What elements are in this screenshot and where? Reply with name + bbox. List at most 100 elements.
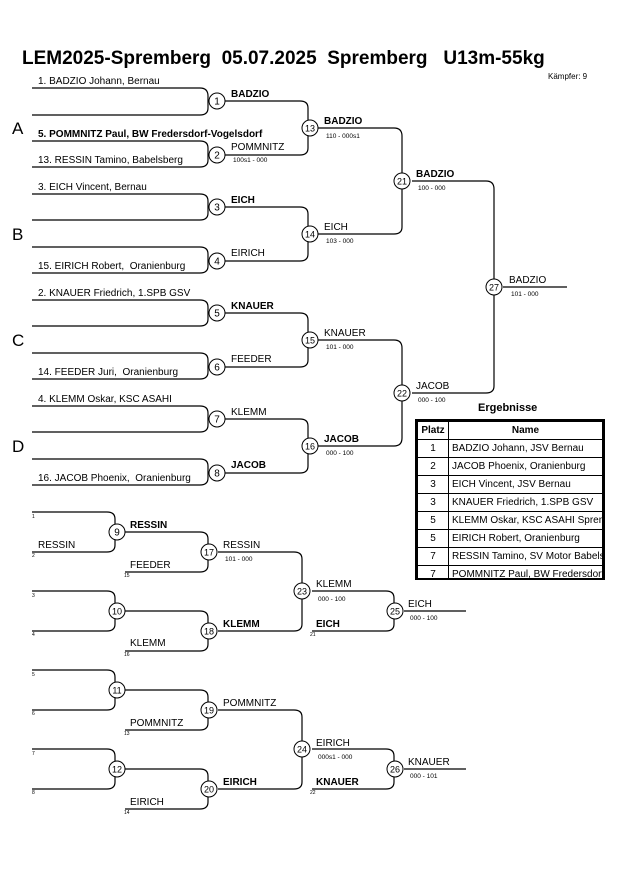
match-number: 7 [214, 415, 220, 426]
winner-match-18: KLEMM [223, 619, 260, 630]
match-circle-ring [200, 622, 218, 640]
match-number: 17 [204, 548, 214, 558]
rep-origin-22: 22 [310, 790, 316, 796]
match-circle-ring [301, 119, 319, 137]
match-circle-15: 15 [301, 331, 319, 349]
rep-origin-16: 16 [124, 652, 130, 658]
entry-15: 15. EIRICH Robert, Oranienburg [38, 261, 185, 272]
match-circle-ring [393, 384, 411, 402]
match-circle-26: 26 [386, 760, 404, 778]
rep-entry-pommnitz: POMMNITZ [130, 718, 183, 729]
result-name: KNAUER Friedrich, 1.SPB GSV [448, 493, 603, 512]
match-circle-ring [208, 410, 226, 428]
entry-16: 16. JACOB Phoenix, Oranienburg [38, 473, 191, 484]
rep-entry-feeder: FEEDER [130, 560, 171, 571]
pool-label-a: A [12, 119, 24, 138]
match-number: 15 [305, 336, 315, 346]
match-circle-ring [293, 582, 311, 600]
winner-match-5: KNAUER [231, 301, 275, 312]
match-number: 18 [204, 627, 214, 637]
match-number: 20 [204, 785, 214, 795]
result-place: 5 [417, 511, 449, 530]
result-name: JACOB Phoenix, Oranienburg [448, 457, 603, 476]
match-circle-19: 19 [200, 701, 218, 719]
winner-match-21: BADZIO [416, 169, 455, 180]
winner-match-20: EIRICH [223, 777, 257, 788]
match-number: 6 [214, 363, 220, 374]
match-number: 26 [390, 765, 400, 775]
rep-entry-eirich: EIRICH [130, 797, 164, 808]
rep-slot-3: 3 [32, 593, 35, 599]
match-number: 16 [305, 442, 315, 452]
winner-match-22: JACOB [416, 381, 450, 392]
match-circle-23: 23 [293, 582, 311, 600]
winner-match-23: KLEMM [316, 579, 352, 590]
rep-origin-21: 21 [310, 632, 316, 638]
match-circle-9: 9 [108, 523, 126, 541]
rep-slot-4: 4 [32, 632, 35, 638]
match-number: 24 [297, 745, 307, 755]
col-name: Name [448, 421, 603, 440]
result-place: 2 [417, 457, 449, 476]
match-circle-1: 1 [208, 92, 226, 110]
match-circle-3: 3 [208, 198, 226, 216]
match-number: 2 [214, 151, 220, 162]
entry-5: 5. POMMNITZ Paul, BW Fredersdorf-Vogelsd… [38, 129, 263, 140]
pool-label-b: B [12, 225, 23, 244]
match-number: 11 [112, 686, 121, 696]
winner-match-25: EICH [408, 599, 432, 610]
match-circle-ring [208, 198, 226, 216]
match-circle-2: 2 [208, 146, 226, 164]
winner-match-24: EIRICH [316, 738, 350, 749]
winner-match-8: JACOB [231, 460, 266, 471]
match-number: 14 [305, 230, 315, 240]
match-circle-ring [208, 464, 226, 482]
entry-4: 4. KLEMM Oskar, KSC ASAHI [38, 394, 172, 405]
match-circle-ring [208, 304, 226, 322]
rep-entry-klemm: KLEMM [130, 638, 166, 649]
result-name: EIRICH Robert, Oranienburg [448, 529, 603, 548]
score-match-22: 000 - 100 [418, 397, 446, 404]
winner-match-15: KNAUER [324, 328, 366, 339]
match-number: 3 [214, 203, 220, 214]
match-circle-16: 16 [301, 437, 319, 455]
match-number-circles: 1234567813141516212227910111217181920232… [108, 92, 503, 798]
match-number: 13 [305, 124, 315, 134]
winner-match-4: EIRICH [231, 248, 265, 259]
match-number: 27 [489, 283, 499, 293]
match-circle-ring [108, 523, 126, 541]
rep-slot-8: 8 [32, 790, 35, 796]
result-name: RESSIN Tamino, SV Motor Babelsberg [448, 547, 603, 566]
pool-label-d: D [12, 437, 24, 456]
match-circle-ring [208, 358, 226, 376]
result-name: POMMNITZ Paul, BW Fredersdorf-Vogelsdorf [448, 565, 603, 578]
match-circle-10: 10 [108, 602, 126, 620]
match-circle-ring [393, 172, 411, 190]
rep-slot-6: 6 [32, 711, 35, 717]
match-number: 5 [214, 309, 220, 320]
match-number: 19 [204, 706, 214, 716]
result-place: 3 [417, 475, 449, 494]
result-name: KLEMM Oskar, KSC ASAHI Spremberg [448, 511, 603, 530]
score-match-14: 103 - 000 [326, 238, 354, 245]
entry-2: 2. KNAUER Friedrich, 1.SPB GSV [38, 288, 191, 299]
match-circle-4: 4 [208, 252, 226, 270]
match-circle-ring [485, 278, 503, 296]
result-place: 3 [417, 493, 449, 512]
fighter-count: Kämpfer: 9 [548, 72, 588, 81]
match-circle-5: 5 [208, 304, 226, 322]
winner-match-16: JACOB [324, 434, 359, 445]
score-match-23: 000 - 100 [318, 596, 346, 603]
match-circle-7: 7 [208, 410, 226, 428]
match-circle-17: 17 [200, 543, 218, 561]
score-match-13: 110 - 000s1 [326, 133, 360, 140]
match-number: 21 [397, 177, 407, 187]
match-circle-22: 22 [393, 384, 411, 402]
entry-3: 3. EICH Vincent, Bernau [38, 182, 147, 193]
results-header-row: Platz Name [417, 421, 603, 440]
